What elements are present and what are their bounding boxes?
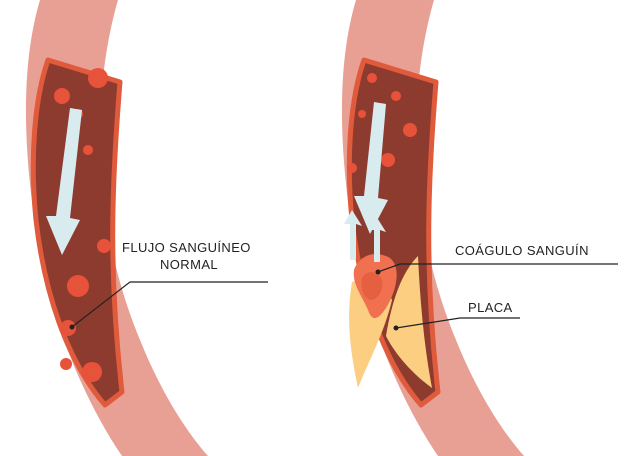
blood-cell bbox=[347, 163, 357, 173]
blood-cell bbox=[97, 239, 111, 253]
blocked-artery: COÁGULO SANGUÍN PLACA bbox=[342, 0, 618, 456]
blood-cell bbox=[83, 145, 93, 155]
blood-cell bbox=[391, 91, 401, 101]
blood-cell bbox=[54, 88, 70, 104]
blood-cell bbox=[67, 275, 89, 297]
blood-cell bbox=[403, 123, 417, 137]
blood-cell bbox=[381, 153, 395, 167]
blood-cell bbox=[82, 362, 102, 382]
normal-artery: FLUJO SANGUÍNEO NORMAL bbox=[26, 0, 268, 456]
blood-cell bbox=[88, 68, 108, 88]
normal-flow-label: FLUJO SANGUÍNEO NORMAL bbox=[122, 240, 255, 272]
plaque-label: PLACA bbox=[468, 300, 513, 315]
normal-flow-label-line2: NORMAL bbox=[160, 257, 218, 272]
blood-cell bbox=[367, 73, 377, 83]
blood-cell bbox=[60, 358, 72, 370]
clot-label: COÁGULO SANGUÍN bbox=[455, 243, 589, 258]
blood-cell bbox=[358, 110, 366, 118]
normal-flow-label-line1: FLUJO SANGUÍNEO bbox=[122, 240, 251, 255]
